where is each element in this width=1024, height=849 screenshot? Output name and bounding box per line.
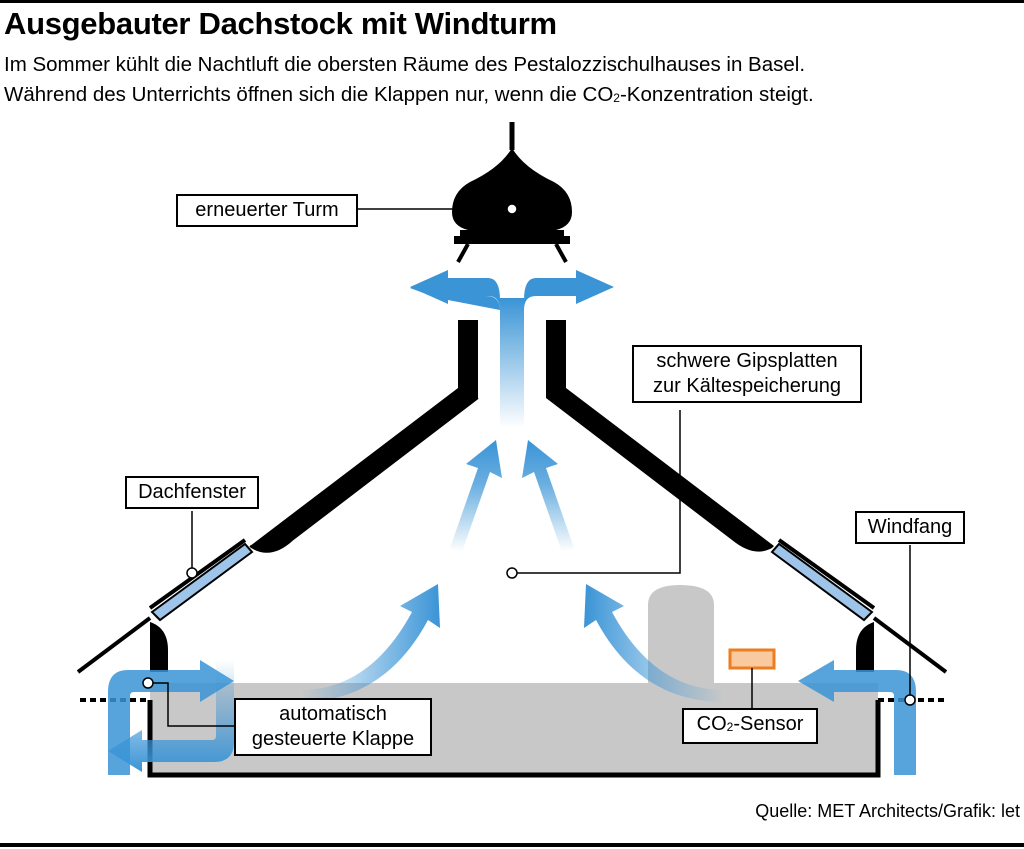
gypsum-column: [648, 585, 714, 690]
subtitle-line-2-text: Während des Unterrichts öffnen sich die …: [4, 83, 614, 106]
leader-tower: [358, 203, 518, 215]
label-gypsum-line-2: zur Kältespeicherung: [653, 375, 841, 397]
label-gypsum: schwere Gipsplatten zur Kältespeicherung: [632, 345, 862, 403]
label-tower: erneuerter Turm: [176, 194, 358, 227]
label-gypsum-line-1: schwere Gipsplatten: [656, 350, 838, 372]
bottom-rule: [0, 843, 1024, 847]
label-co2-sensor: CO2-Sensor: [682, 708, 818, 744]
subtitle-line-2: Während des Unterrichts öffnen sich die …: [4, 80, 1020, 113]
roof-window-left: [150, 542, 254, 622]
airflow-curve-right: [584, 584, 724, 702]
page-title: Ausgebauter Dachstock mit Windturm: [4, 6, 557, 41]
label-co2-sensor-text: CO: [696, 713, 727, 735]
tower-dome: [452, 122, 572, 263]
airflow-curve-left: [300, 584, 440, 702]
label-roof-window-text: Dachfenster: [138, 481, 246, 503]
leader-windfang: [904, 545, 916, 706]
airflow-inflow-right: [798, 660, 916, 775]
source-credit: Quelle: MET Architects/Grafik: let: [755, 801, 1020, 821]
label-co2-subscript: 2: [726, 720, 734, 734]
label-roof-window: Dachfenster: [125, 476, 259, 509]
label-flap-line-2: gesteuerte Klappe: [251, 728, 415, 750]
airflow-arrow-up-left: [450, 440, 502, 552]
leader-roof-window: [186, 511, 198, 579]
label-flap: automatisch gesteuerte Klappe: [234, 698, 432, 756]
top-rule: [0, 0, 1024, 3]
airflow-inflow-left: [108, 660, 234, 775]
leader-gypsum: [506, 410, 681, 579]
airflow-shaft: [410, 270, 614, 428]
eave-wall-right: [856, 622, 874, 672]
label-flap-line-1: automatisch: [279, 703, 387, 725]
subtitle: Im Sommer kühlt die Nachtluft die oberst…: [4, 50, 1020, 113]
leader-flap: [142, 677, 234, 727]
co2-sensor-box: [728, 648, 776, 670]
label-tower-text: erneuerter Turm: [195, 199, 339, 221]
label-windfang-text: Windfang: [867, 516, 953, 538]
label-windfang: Windfang: [855, 511, 965, 544]
airflow-arrow-up-right: [522, 440, 574, 552]
eave-wall-left: [150, 622, 168, 672]
subtitle-line-1: Im Sommer kühlt die Nachtluft die oberst…: [4, 53, 806, 76]
subtitle-line-2-end: -Konzentration steigt.: [619, 83, 814, 106]
label-co2-sensor-text-end: -Sensor: [733, 713, 804, 735]
roof-window-right: [770, 542, 874, 622]
subtitle-co2-subscript: 2: [613, 91, 620, 105]
